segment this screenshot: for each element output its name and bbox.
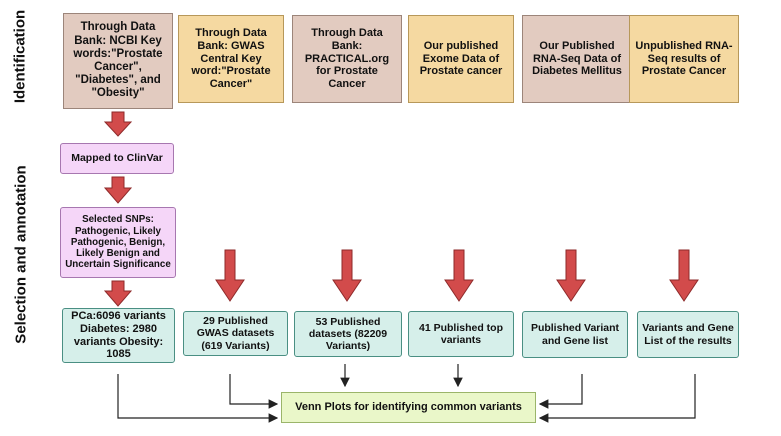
result-box-results-gene-list: Variants and Gene List of the results bbox=[637, 311, 739, 358]
block-arrow-rnaseq-prostate bbox=[669, 249, 699, 302]
clinvar-box: Mapped to ClinVar bbox=[60, 143, 174, 174]
block-arrow-practical bbox=[332, 249, 362, 302]
source-box-gwas-central: Through Data Bank: GWAS Central Key word… bbox=[178, 15, 284, 103]
block-arrow-source-to-clinvar bbox=[103, 111, 133, 137]
block-arrow-clinvar-to-snps bbox=[103, 176, 133, 204]
block-arrow-rnaseq-diabetes bbox=[556, 249, 586, 302]
source-box-exome: Our published Exome Data of Prostate can… bbox=[408, 15, 514, 103]
source-box-practical: Through Data Bank: PRACTICAL.org for Pro… bbox=[292, 15, 402, 103]
venn-plots-box: Venn Plots for identifying common varian… bbox=[281, 392, 536, 423]
connector-ncbi-to-venn bbox=[117, 374, 279, 423]
result-box-top-variants: 41 Published top variants bbox=[408, 311, 514, 357]
result-box-variant-gene-list: Published Variant and Gene list bbox=[522, 311, 628, 358]
block-arrow-gwas-central bbox=[215, 249, 245, 302]
selected-snps-box: Selected SNPs: Pathogenic, Likely Pathog… bbox=[60, 207, 176, 278]
result-box-published-datasets: 53 Published datasets (82209 Variants) bbox=[294, 311, 402, 357]
connector-rnaseq-prostate-to-venn bbox=[538, 374, 696, 423]
block-arrow-exome bbox=[444, 249, 474, 302]
source-box-rnaseq-diabetes: Our Published RNA-Seq Data of Diabetes M… bbox=[522, 15, 632, 103]
connector-gwas-to-venn bbox=[229, 374, 279, 409]
source-box-rnaseq-prostate: Unpublished RNA-Seq results of Prostate … bbox=[629, 15, 739, 103]
connector-rnaseq-diabetes-to-venn bbox=[538, 374, 583, 409]
result-box-gwas-datasets: 29 Published GWAS datasets (619 Variants… bbox=[183, 311, 288, 356]
block-arrow-snps-to-results bbox=[103, 280, 133, 307]
source-box-ncbi: Through Data Bank: NCBI Key words:"Prost… bbox=[63, 13, 173, 109]
result-box-ncbi-variants: PCa:6096 variants Diabetes: 2980 variant… bbox=[62, 308, 175, 363]
